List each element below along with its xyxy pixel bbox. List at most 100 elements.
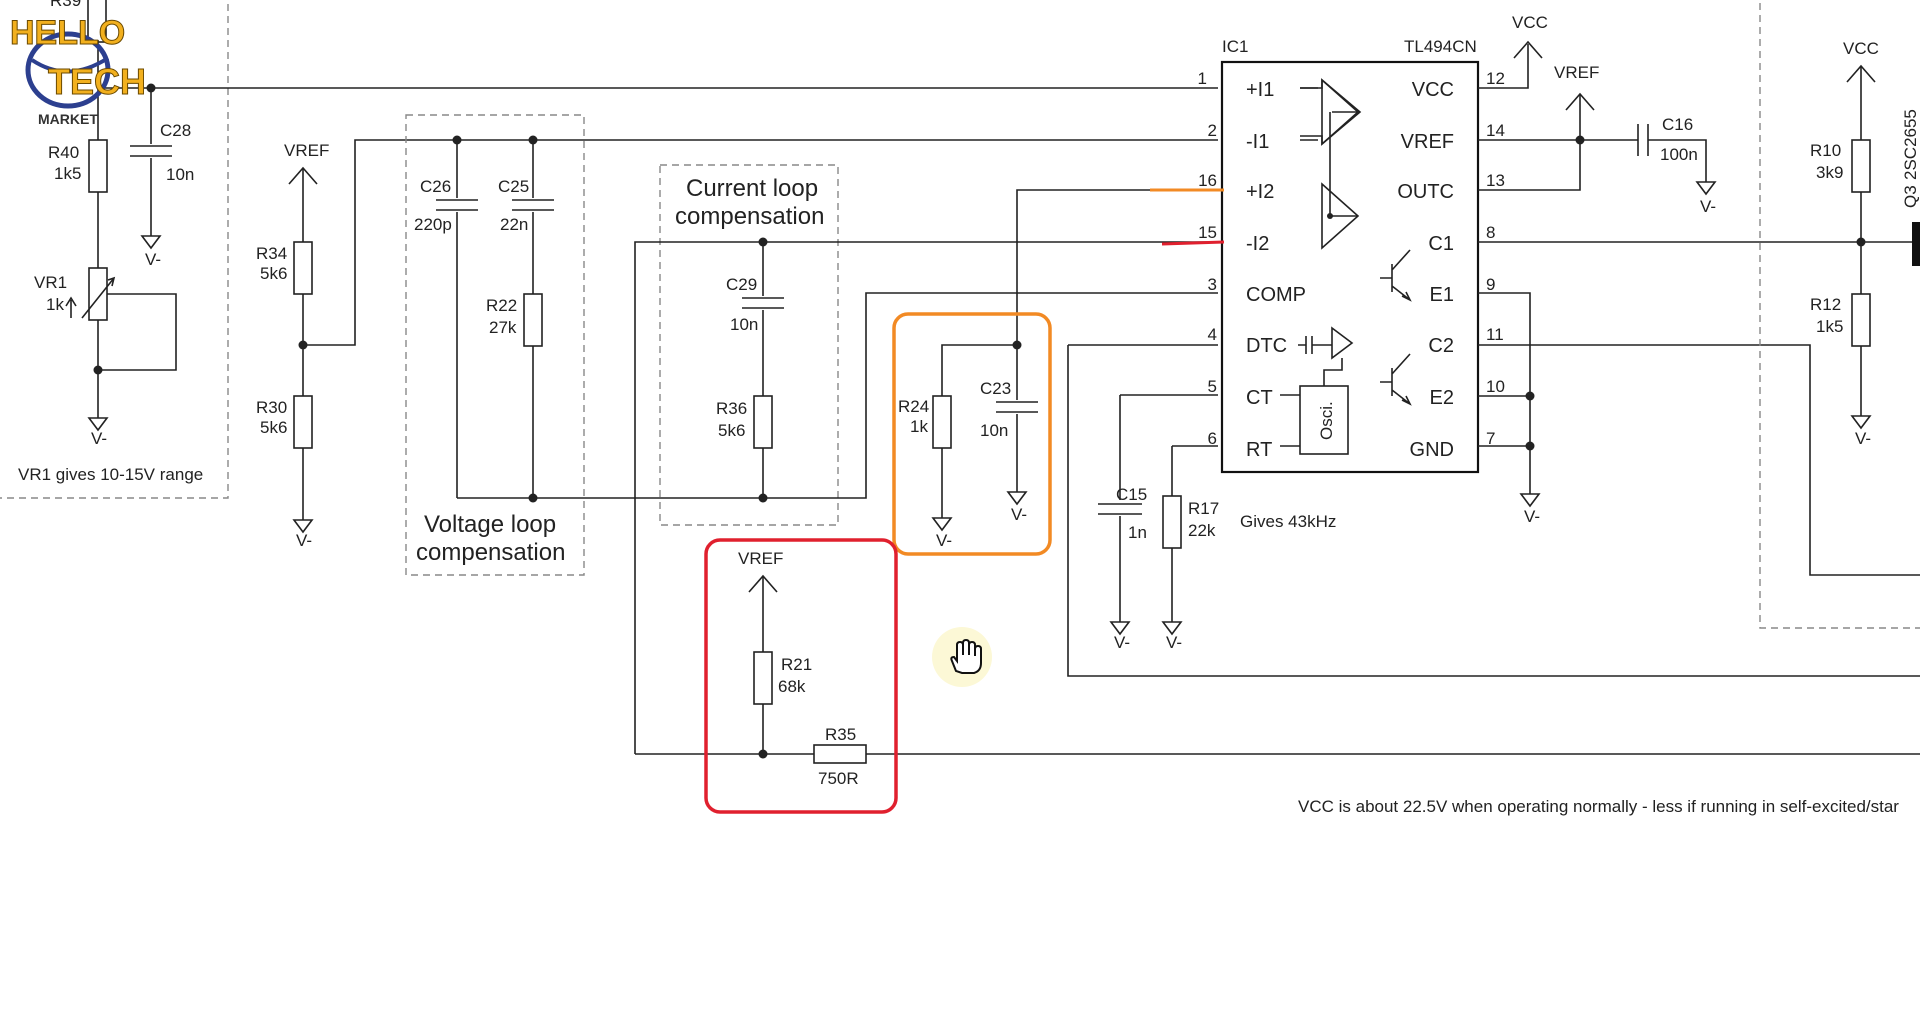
red-highlight-box <box>704 538 898 814</box>
pin-num: 13 <box>1486 171 1505 190</box>
vminus-r17: V- <box>1166 633 1182 652</box>
label-r40: R40 <box>48 143 79 162</box>
resistor-r21 <box>753 651 773 705</box>
value-r36: 5k6 <box>718 421 745 440</box>
pin-name: E2 <box>1430 387 1454 409</box>
label-q3: Q3 <box>1901 185 1920 208</box>
logo-text-tech: TECH <box>48 61 144 102</box>
value-c28: 10n <box>166 165 194 184</box>
label-c29: C29 <box>726 275 757 294</box>
hello-tech-market-logo: HELLO TECH MARKET <box>10 14 145 128</box>
ic1-tl494: IC1 TL494CN 1 +I1 2 -I1 16 +I2 15 -I2 3 … <box>1198 37 1505 474</box>
pin-num: 10 <box>1486 377 1505 396</box>
pin-name: COMP <box>1246 284 1306 306</box>
vref-r34: VREF <box>284 141 329 160</box>
value-r30: 5k6 <box>260 418 287 437</box>
vref-r21: VREF <box>738 549 783 568</box>
value-r22: 27k <box>489 318 517 337</box>
vref-divider: VREF R34 5k6 R30 5k6 V- <box>256 139 1218 550</box>
vcc-q3: VCC <box>1843 39 1879 58</box>
pin-num: 3 <box>1208 275 1217 294</box>
resistor-r36 <box>753 395 773 449</box>
value-r35: 750R <box>818 769 859 788</box>
ic-left-pins: 1 +I1 2 -I1 16 +I2 15 -I2 3 COMP 4 DTC 5… <box>1198 69 1306 461</box>
ic-body <box>1220 60 1480 474</box>
pin-num: 1 <box>1198 69 1207 88</box>
q3-section: VCC R10 3k9 Q3 2SC2655 R12 1k5 V- <box>1759 0 1920 629</box>
logo-text-hello: HELLO <box>10 14 125 52</box>
value-c23: 10n <box>980 421 1008 440</box>
resistor-r10 <box>1851 139 1871 193</box>
label-r24: R24 <box>898 397 929 416</box>
pin-num: 15 <box>1198 223 1217 242</box>
vminus-c16: V- <box>1700 197 1716 216</box>
value-r40: 1k5 <box>54 164 81 183</box>
resistor-r17 <box>1162 495 1182 549</box>
pin-num: 2 <box>1208 121 1217 140</box>
label-c25: C25 <box>498 177 529 196</box>
r24-c23-network: R24 1k V- C23 10n V- <box>892 189 1218 556</box>
potentiometer-vr1 <box>88 267 108 321</box>
pin-num: 12 <box>1486 69 1505 88</box>
pin-num: 14 <box>1486 121 1505 140</box>
pin-num: 7 <box>1486 429 1495 448</box>
hand-cursor-icon <box>932 627 992 687</box>
vminus-r24: V- <box>936 531 952 550</box>
value-c15: 1n <box>1128 523 1147 542</box>
pin-num: 4 <box>1208 325 1217 344</box>
label-r10: R10 <box>1810 141 1841 160</box>
pin-num: 9 <box>1486 275 1495 294</box>
label-voltage-loop-1: Voltage loop <box>424 511 556 538</box>
note-vr1-range: VR1 gives 10-15V range <box>18 465 203 484</box>
label-current-loop-2: compensation <box>675 203 824 230</box>
logo-text-market: MARKET <box>38 111 98 127</box>
pin-name: VREF <box>1401 131 1454 153</box>
label-c23: C23 <box>980 379 1011 398</box>
label-r21: R21 <box>781 655 812 674</box>
label-c16: C16 <box>1662 115 1693 134</box>
value-r24: 1k <box>910 417 928 436</box>
vminus-gnd: V- <box>1524 507 1540 526</box>
value-vr1: 1k <box>46 295 64 314</box>
pin-name: DTC <box>1246 335 1287 357</box>
ic-right-wires: VCC VREF C16 100n V- V- <box>1478 13 1920 576</box>
label-r36: R36 <box>716 399 747 418</box>
label-c15: C15 <box>1116 485 1147 504</box>
value-r12: 1k5 <box>1816 317 1843 336</box>
value-r17: 22k <box>1188 521 1216 540</box>
osc-label: Osci. <box>1317 401 1336 440</box>
note-frequency: Gives 43kHz <box>1240 512 1336 531</box>
pin-num: 6 <box>1208 429 1217 448</box>
pin-name: E1 <box>1430 284 1454 306</box>
value-q3: 2SC2655 <box>1901 109 1920 180</box>
label-r34: R34 <box>256 244 287 263</box>
label-vr1: VR1 <box>34 273 67 292</box>
pin-name: C2 <box>1428 335 1454 357</box>
r21-r35-network: VREF R21 68k R35 750R <box>635 538 1920 814</box>
pin-num: 5 <box>1208 377 1217 396</box>
pin-num: 11 <box>1486 325 1504 344</box>
pin-num: 16 <box>1198 171 1217 190</box>
label-r22: R22 <box>486 296 517 315</box>
vcc-ic: VCC <box>1512 13 1548 32</box>
pin-num: 8 <box>1486 223 1495 242</box>
label-r12: R12 <box>1810 295 1841 314</box>
label-r35: R35 <box>825 725 856 744</box>
value-r34: 5k6 <box>260 264 287 283</box>
pin-name: OUTC <box>1397 181 1454 203</box>
label-r17: R17 <box>1188 499 1219 518</box>
resistor-r40 <box>88 139 108 193</box>
value-r21: 68k <box>778 677 806 696</box>
pin-name: +I1 <box>1246 79 1274 101</box>
voltage-loop-compensation: C26 220p C25 22n R22 27k Voltage loop co… <box>405 114 762 576</box>
pin-name: C1 <box>1428 233 1454 255</box>
pin-name: GND <box>1410 439 1454 461</box>
value-c25: 22n <box>500 215 528 234</box>
vminus-vr1: V- <box>91 429 107 448</box>
value-r10: 3k9 <box>1816 163 1843 182</box>
globe-icon <box>25 31 111 109</box>
ic-right-pins: VCC 12 VREF 14 OUTC 13 C1 8 E1 9 C2 11 E… <box>1397 69 1505 461</box>
resistor-r30 <box>293 395 313 449</box>
value-c26: 220p <box>414 215 452 234</box>
